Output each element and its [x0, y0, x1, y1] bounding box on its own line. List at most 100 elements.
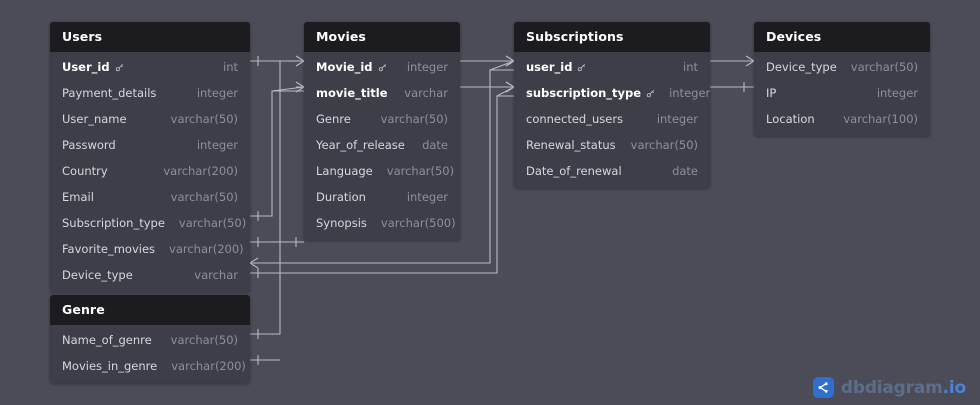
field-name-wrap: Language — [316, 164, 373, 178]
field-label: user_id — [526, 60, 573, 74]
table-header-movies[interactable]: Movies — [304, 22, 460, 52]
field-label: Location — [766, 112, 815, 126]
field-label: Movies_in_genre — [62, 359, 158, 373]
field-name-wrap: Device_type — [62, 268, 133, 282]
field-row-movies-language[interactable]: Language varchar(50) — [304, 158, 460, 184]
field-label: Country — [62, 164, 108, 178]
field-name-wrap: user_id — [526, 60, 586, 74]
field-type: integer — [196, 86, 238, 100]
field-name-wrap: Genre — [316, 112, 351, 126]
relationship-users-userid-movies-movieid — [250, 55, 305, 67]
field-type: varchar(500) — [380, 216, 456, 230]
relationship-movies-movietitle-subscriptions-subscriptiontype — [460, 81, 515, 93]
field-label: Password — [62, 138, 116, 152]
dbdiagram-wordmark-tld: .io — [942, 377, 967, 398]
field-row-movies-duration[interactable]: Duration integer — [304, 184, 460, 210]
field-label: subscription_type — [526, 86, 642, 100]
relationship-users-subscriptiontype-movies-movietitle — [250, 81, 305, 221]
field-label: Date_of_renewal — [526, 164, 622, 178]
field-name-wrap: Payment_details — [62, 86, 156, 100]
field-name-wrap: Password — [62, 138, 116, 152]
field-row-users-payment_details[interactable]: Payment_details integer — [50, 80, 250, 106]
field-label: Renewal_status — [526, 138, 616, 152]
table-header-genre[interactable]: Genre — [50, 295, 250, 325]
field-row-movies-synopsis[interactable]: Synopsis varchar(500) — [304, 210, 460, 236]
field-name-wrap: Movies_in_genre — [62, 359, 157, 373]
field-name-wrap: Name_of_genre — [62, 333, 152, 347]
field-name-wrap: Renewal_status — [526, 138, 616, 152]
field-label: Synopsis — [316, 216, 367, 230]
field-row-users-password[interactable]: Password integer — [50, 132, 250, 158]
field-label: IP — [766, 86, 777, 100]
dbdiagram-wordmark-name: dbdiagram — [840, 377, 943, 398]
field-row-genre-movies_in_genre[interactable]: Movies_in_genre varchar(200) — [50, 353, 250, 379]
relationship-subscriptions-subscriptiontype-devices-ip — [710, 82, 754, 92]
relationship-movies-movieid-subscriptions-userid — [460, 55, 515, 67]
key-icon — [115, 63, 124, 72]
field-label: Year_of_release — [316, 138, 405, 152]
relationship-genre-moviesingenre-movies — [250, 355, 280, 365]
key-icon — [577, 63, 586, 72]
dbdiagram-watermark[interactable]: dbdiagram.io — [812, 377, 967, 398]
field-label: Email — [62, 190, 94, 204]
table-header-subscriptions[interactable]: Subscriptions — [514, 22, 710, 52]
field-type: varchar(50) — [380, 112, 448, 126]
field-label: Favorite_movies — [62, 242, 156, 256]
field-name-wrap: IP — [766, 86, 776, 100]
dbdiagram-logo-icon — [812, 377, 834, 398]
field-label: Device_type — [766, 60, 837, 74]
field-type: varchar(200) — [171, 359, 246, 373]
field-type: varchar(50) — [170, 112, 238, 126]
field-label: Language — [316, 164, 373, 178]
key-icon — [646, 89, 655, 98]
relationship-genre-nameofgenre-movies — [250, 61, 281, 339]
field-label: Genre — [316, 112, 351, 126]
field-label: Duration — [316, 190, 366, 204]
field-name-wrap: Location — [766, 112, 815, 126]
table-header-devices[interactable]: Devices — [754, 22, 930, 52]
field-name-wrap: Device_type — [766, 60, 837, 74]
field-type: integer — [406, 190, 448, 204]
field-name-wrap: Subscription_type — [62, 216, 165, 230]
field-type: integer — [196, 138, 238, 152]
relationship-subscriptions-userid-devices-devicetype — [710, 55, 755, 67]
field-label: Name_of_genre — [62, 333, 152, 347]
field-name-wrap: Country — [62, 164, 108, 178]
field-type: varchar — [404, 86, 448, 100]
field-name-wrap: Duration — [316, 190, 366, 204]
field-type: integer — [656, 112, 698, 126]
field-row-movies-genre[interactable]: Genre varchar(50) — [304, 106, 460, 132]
field-type: varchar(50) — [386, 164, 455, 178]
table-header-users[interactable]: Users — [50, 22, 250, 52]
